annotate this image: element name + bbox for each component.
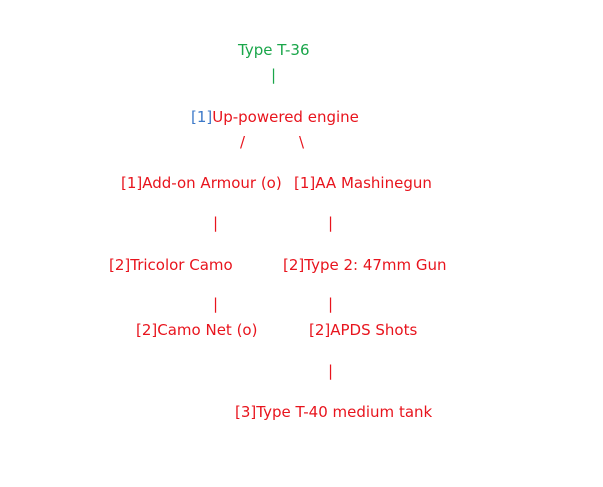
node-apds-shots: [2]APDS Shots [309,320,417,340]
node-type2-47mm-gun: [2]Type 2: 47mm Gun [283,255,447,275]
node-aa-mashinegun: [1]AA Mashinegun [294,173,432,193]
node-label: Type 2: 47mm Gun [304,256,447,274]
connector-engine-right: \ [299,133,305,151]
node-tier: [1] [294,174,316,192]
node-label: Tricolor Camo [130,256,233,274]
node-tier: [2] [136,321,158,339]
node-tier: [2] [109,256,131,274]
node-label: Camo Net (o) [157,321,258,339]
connector-gun-apds: | [328,295,334,313]
node-label: Type T-36 [238,41,310,59]
connector-root-engine: | [271,66,277,84]
node-type-t36: Type T-36 [238,40,310,60]
connector-engine-left: / [240,133,246,151]
node-label: APDS Shots [330,321,418,339]
connector-camo-net: | [213,295,219,313]
connector-aa-gun: | [328,214,334,232]
node-label: Add-on Armour (o) [142,174,282,192]
node-label: Type T-40 medium tank [256,403,433,421]
node-tier: [2] [309,321,331,339]
connector-armour-camo: | [213,214,219,232]
node-add-on-armour: [1]Add-on Armour (o) [121,173,282,193]
node-camo-net: [2]Camo Net (o) [136,320,257,340]
node-label: Up-powered engine [212,108,359,126]
node-tier: [3] [235,403,257,421]
node-tricolor-camo: [2]Tricolor Camo [109,255,233,275]
node-tier: [1] [191,108,213,126]
node-up-powered-engine: [1]Up-powered engine [191,107,359,127]
node-tier: [1] [121,174,143,192]
connector-apds-t40: | [328,362,334,380]
node-label: AA Mashinegun [315,174,432,192]
node-tier: [2] [283,256,305,274]
node-type-t40-medium-tank: [3]Type T-40 medium tank [235,402,432,422]
